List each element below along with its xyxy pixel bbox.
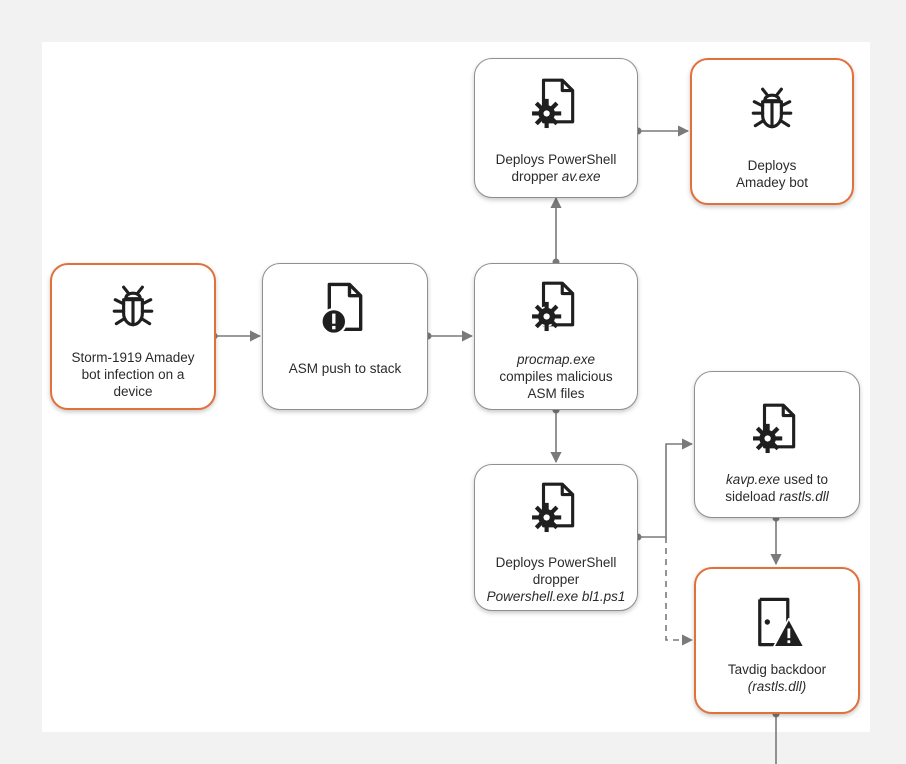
node-label-line: sideload rastls.dll <box>701 488 853 505</box>
node-label-line: Deploys PowerShell <box>495 152 617 167</box>
node-label-text: dropper <box>511 169 562 184</box>
node-label-line: Deploys <box>747 158 797 173</box>
node-label-line: kavp.exe used to <box>701 471 853 488</box>
node-deploys-amadey-bot: Deploys Amadey bot <box>690 58 854 205</box>
node-tavdig-backdoor: Tavdig backdoor (rastls.dll) <box>694 567 860 714</box>
node-label-line: ASM files <box>527 386 585 401</box>
node-label-line: ASM push to stack <box>288 361 402 376</box>
node-label-italic: av.exe <box>561 169 601 184</box>
node-label-line: (rastls.dll) <box>747 679 807 694</box>
node-kavp-sideload: kavp.exe used to sideload rastls.dll <box>694 371 860 518</box>
node-deploys-powershell-av: Deploys PowerShell dropper av.exe <box>474 58 638 198</box>
file-gear-icon <box>532 78 575 129</box>
connector-ps-bl1-to-tavdig-dashed <box>665 537 694 646</box>
node-label-line: dropper av.exe <box>481 168 631 185</box>
node-label-line: Tavdig backdoor <box>727 662 827 677</box>
node-label-line: compiles malicious <box>499 369 613 384</box>
node-label-line: Deploys PowerShell <box>495 555 617 570</box>
file-gear-icon <box>532 281 575 332</box>
node-label-text: used to <box>780 472 829 487</box>
bug-icon <box>751 87 793 129</box>
bug-icon <box>112 285 154 327</box>
node-label-italic: kavp.exe <box>725 472 780 487</box>
connector-ps-bl1-to-kavp <box>638 438 694 538</box>
node-asm-push-to-stack: ASM push to stack <box>262 263 428 410</box>
node-label-line: Powershell.exe bl1.ps1 <box>486 589 626 604</box>
node-label-line: procmap.exe <box>516 352 596 367</box>
node-label-line: bot infection on a <box>81 367 185 382</box>
node-label-text: sideload <box>725 489 780 504</box>
node-deploys-powershell-bl1: Deploys PowerShell dropper Powershell.ex… <box>474 464 638 611</box>
file-alert-icon <box>320 282 363 335</box>
node-procmap-compiles-asm: procmap.exe compiles malicious ASM files <box>474 263 638 410</box>
node-label-line: Storm-1919 Amadey <box>71 350 195 365</box>
file-gear-icon <box>532 482 575 533</box>
node-label-line: device <box>113 384 153 399</box>
node-label-italic: rastls.dll <box>779 489 829 504</box>
door-warning-icon <box>758 597 805 648</box>
node-storm-1919-infection: Storm-1919 Amadey bot infection on a dev… <box>50 263 216 410</box>
node-label-line: Amadey bot <box>735 175 809 190</box>
node-label-line: dropper <box>532 572 580 587</box>
file-gear-icon <box>753 403 796 454</box>
